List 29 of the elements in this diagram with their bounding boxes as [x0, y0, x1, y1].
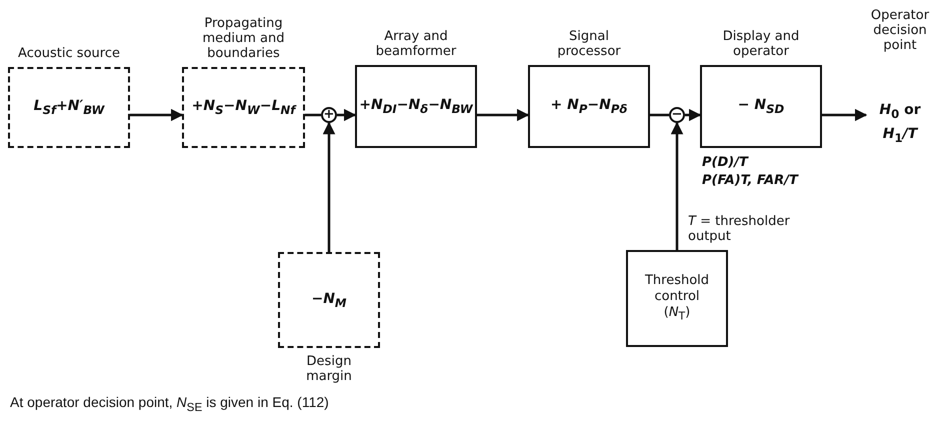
- arrow: [337, 108, 356, 122]
- block-heading: Propagating medium and boundaries: [201, 16, 286, 61]
- block-text: (N$_{T}$): [664, 304, 690, 324]
- block-text: Threshold control: [644, 272, 710, 305]
- output-annotation: P(FA)T, FAR/T: [702, 173, 798, 188]
- arrow: [130, 108, 184, 122]
- arrow: [322, 122, 336, 252]
- block-formula: − N$_{SD}$: [738, 97, 784, 116]
- block-formula: L$_{Sf}$+N′$_{BW}$: [34, 98, 104, 117]
- block-formula: +N$_{S}$−N$_{W}$−L$_{Nf}$: [192, 98, 296, 117]
- block-heading: Design margin: [305, 354, 353, 384]
- arrow: [685, 108, 702, 122]
- arrow: [670, 122, 684, 250]
- arrow: [822, 108, 868, 122]
- block-heading: Array and beamformer: [374, 29, 458, 59]
- output-formula: H$_{0}$ or H$_{1}$/T: [878, 101, 922, 147]
- block-heading: Signal processor: [556, 29, 622, 59]
- block-heading: Acoustic source: [17, 46, 121, 61]
- summing-junction: −: [669, 107, 685, 123]
- signal-note: T = thresholder output: [687, 214, 791, 244]
- block-formula: +N$_{DI}$−N$_{δ}$−N$_{BW}$: [359, 97, 473, 116]
- block-heading: Display and operator: [722, 29, 800, 59]
- block-formula: −N$_{M}$: [311, 290, 347, 310]
- summing-junction: +: [321, 107, 337, 123]
- block-formula: + N$_{P}$−N$_{Pδ}$: [550, 97, 628, 116]
- output-label: Operator decision point: [870, 8, 930, 53]
- arrow: [477, 108, 530, 122]
- output-annotation: P(D)/T: [702, 155, 748, 170]
- caption: At operator decision point, N$_{SE}$ is given in Eq. (112): [10, 394, 329, 414]
